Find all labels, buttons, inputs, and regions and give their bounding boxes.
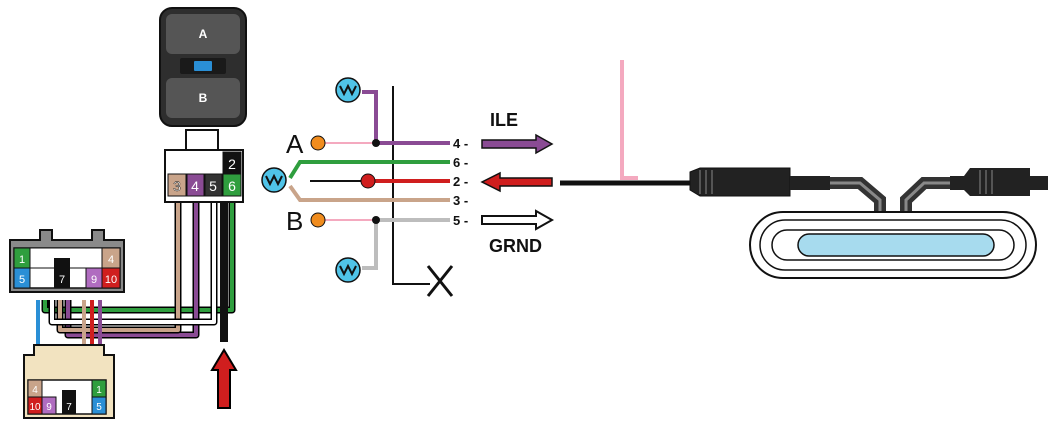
plug-pin-7: 7 xyxy=(66,402,72,413)
node-a-icon xyxy=(310,135,326,151)
switch-button-b[interactable] xyxy=(166,78,240,118)
bulb-icon xyxy=(261,167,287,193)
wire-label-2: 2 - xyxy=(453,174,468,189)
switch-pin-5: 5 xyxy=(209,178,217,194)
harness-pin-4: 4 xyxy=(108,254,114,266)
junction-dot xyxy=(372,216,380,224)
switch-label-b: B xyxy=(199,91,208,105)
light-bar-cable xyxy=(560,60,1048,214)
light-bar xyxy=(749,211,1037,279)
light-bar-lens xyxy=(797,233,995,257)
switch-indicator-icon xyxy=(194,61,212,71)
switch-button-a[interactable] xyxy=(166,14,240,54)
plug-pin-9: 9 xyxy=(46,402,52,413)
plug-pin-10: 10 xyxy=(29,402,41,413)
switch-label-a: A xyxy=(199,27,208,41)
harness-pin-1: 1 xyxy=(19,254,25,266)
harness-pin-9: 9 xyxy=(91,274,97,286)
harness-pin-10: 10 xyxy=(105,274,117,286)
input-arrow xyxy=(210,348,238,409)
schematic xyxy=(288,86,454,297)
plug-pin-4: 4 xyxy=(32,385,38,396)
grnd-arrow xyxy=(481,209,555,231)
label-ile: ILE xyxy=(490,110,518,130)
node-red-icon xyxy=(360,173,376,189)
harness-pin-7: 7 xyxy=(59,274,65,286)
plug-pin-1: 1 xyxy=(96,385,102,396)
harness-connector: 1 5 7 9 4 10 xyxy=(9,229,125,293)
rocker-switch: A B 3 4 5 2 6 xyxy=(159,7,247,203)
wire-label-5: 5 - xyxy=(453,213,468,228)
bulb-icon xyxy=(335,77,361,103)
plug-connector: 4 10 9 7 1 5 xyxy=(23,344,115,419)
harness-wires xyxy=(36,196,236,355)
schematic-node-a: A xyxy=(286,129,304,159)
wire-label-3: 3 - xyxy=(453,193,468,208)
label-grnd: GRND xyxy=(489,236,542,256)
plug-pin-5: 5 xyxy=(96,402,102,413)
switch-pin-3: 3 xyxy=(173,178,181,194)
switch-pin-2: 2 xyxy=(228,156,236,172)
schematic-node-b: B xyxy=(286,206,303,236)
bulb-icon xyxy=(335,257,361,283)
input-arrow-left xyxy=(480,171,553,193)
wire-label-4: 4 - xyxy=(453,136,468,151)
wire-label-6: 6 - xyxy=(453,155,468,170)
switch-pin-6: 6 xyxy=(228,178,236,194)
harness-pin-5: 5 xyxy=(19,274,25,286)
junction-dot xyxy=(372,139,380,147)
ile-arrow xyxy=(481,133,554,155)
switch-pin-4: 4 xyxy=(191,178,199,194)
node-b-icon xyxy=(310,212,326,228)
